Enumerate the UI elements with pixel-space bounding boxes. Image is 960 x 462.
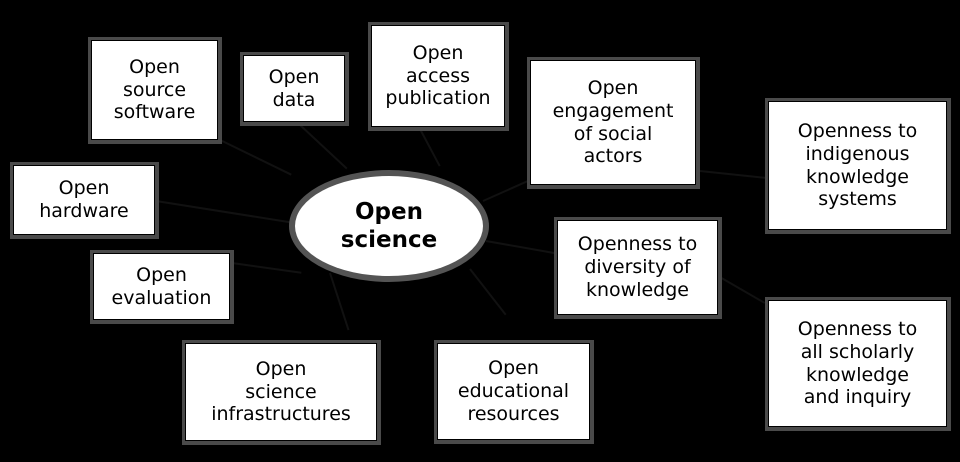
connector-line xyxy=(419,128,441,167)
connector-line xyxy=(485,240,558,255)
connector-line xyxy=(155,200,297,225)
node-open-hardware[interactable]: Open hardware xyxy=(13,165,155,235)
node-open-educational-resources[interactable]: Open educational resources xyxy=(437,343,590,440)
node-open-source-software[interactable]: Open source software xyxy=(91,40,218,140)
connector-line xyxy=(231,262,302,274)
node-openness-to-all-scholarly-knowledge-and-inquiry[interactable]: Openness to all scholarly knowledge and … xyxy=(768,300,947,427)
node-open-data[interactable]: Open data xyxy=(243,55,345,122)
node-open-access-publication[interactable]: Open access publication xyxy=(371,25,505,127)
center-node-open-science[interactable]: Open science xyxy=(295,176,483,276)
connector-line xyxy=(699,170,772,180)
connector-line xyxy=(482,178,531,202)
connector-line xyxy=(213,136,292,176)
node-open-evaluation[interactable]: Open evaluation xyxy=(93,253,230,320)
node-openness-to-diversity-of-knowledge[interactable]: Openness to diversity of knowledge xyxy=(557,220,718,315)
node-open-engagement-of-social-actors[interactable]: Open engagement of social actors xyxy=(530,60,696,185)
connector-line xyxy=(469,268,507,316)
node-open-science-infrastructures[interactable]: Open science infrastructures xyxy=(185,343,377,441)
connector-line xyxy=(329,272,350,331)
connector-line xyxy=(299,124,348,170)
connector-line xyxy=(717,275,766,304)
node-openness-to-indigenous-knowledge-systems[interactable]: Openness to indigenous knowledge systems xyxy=(768,101,947,230)
